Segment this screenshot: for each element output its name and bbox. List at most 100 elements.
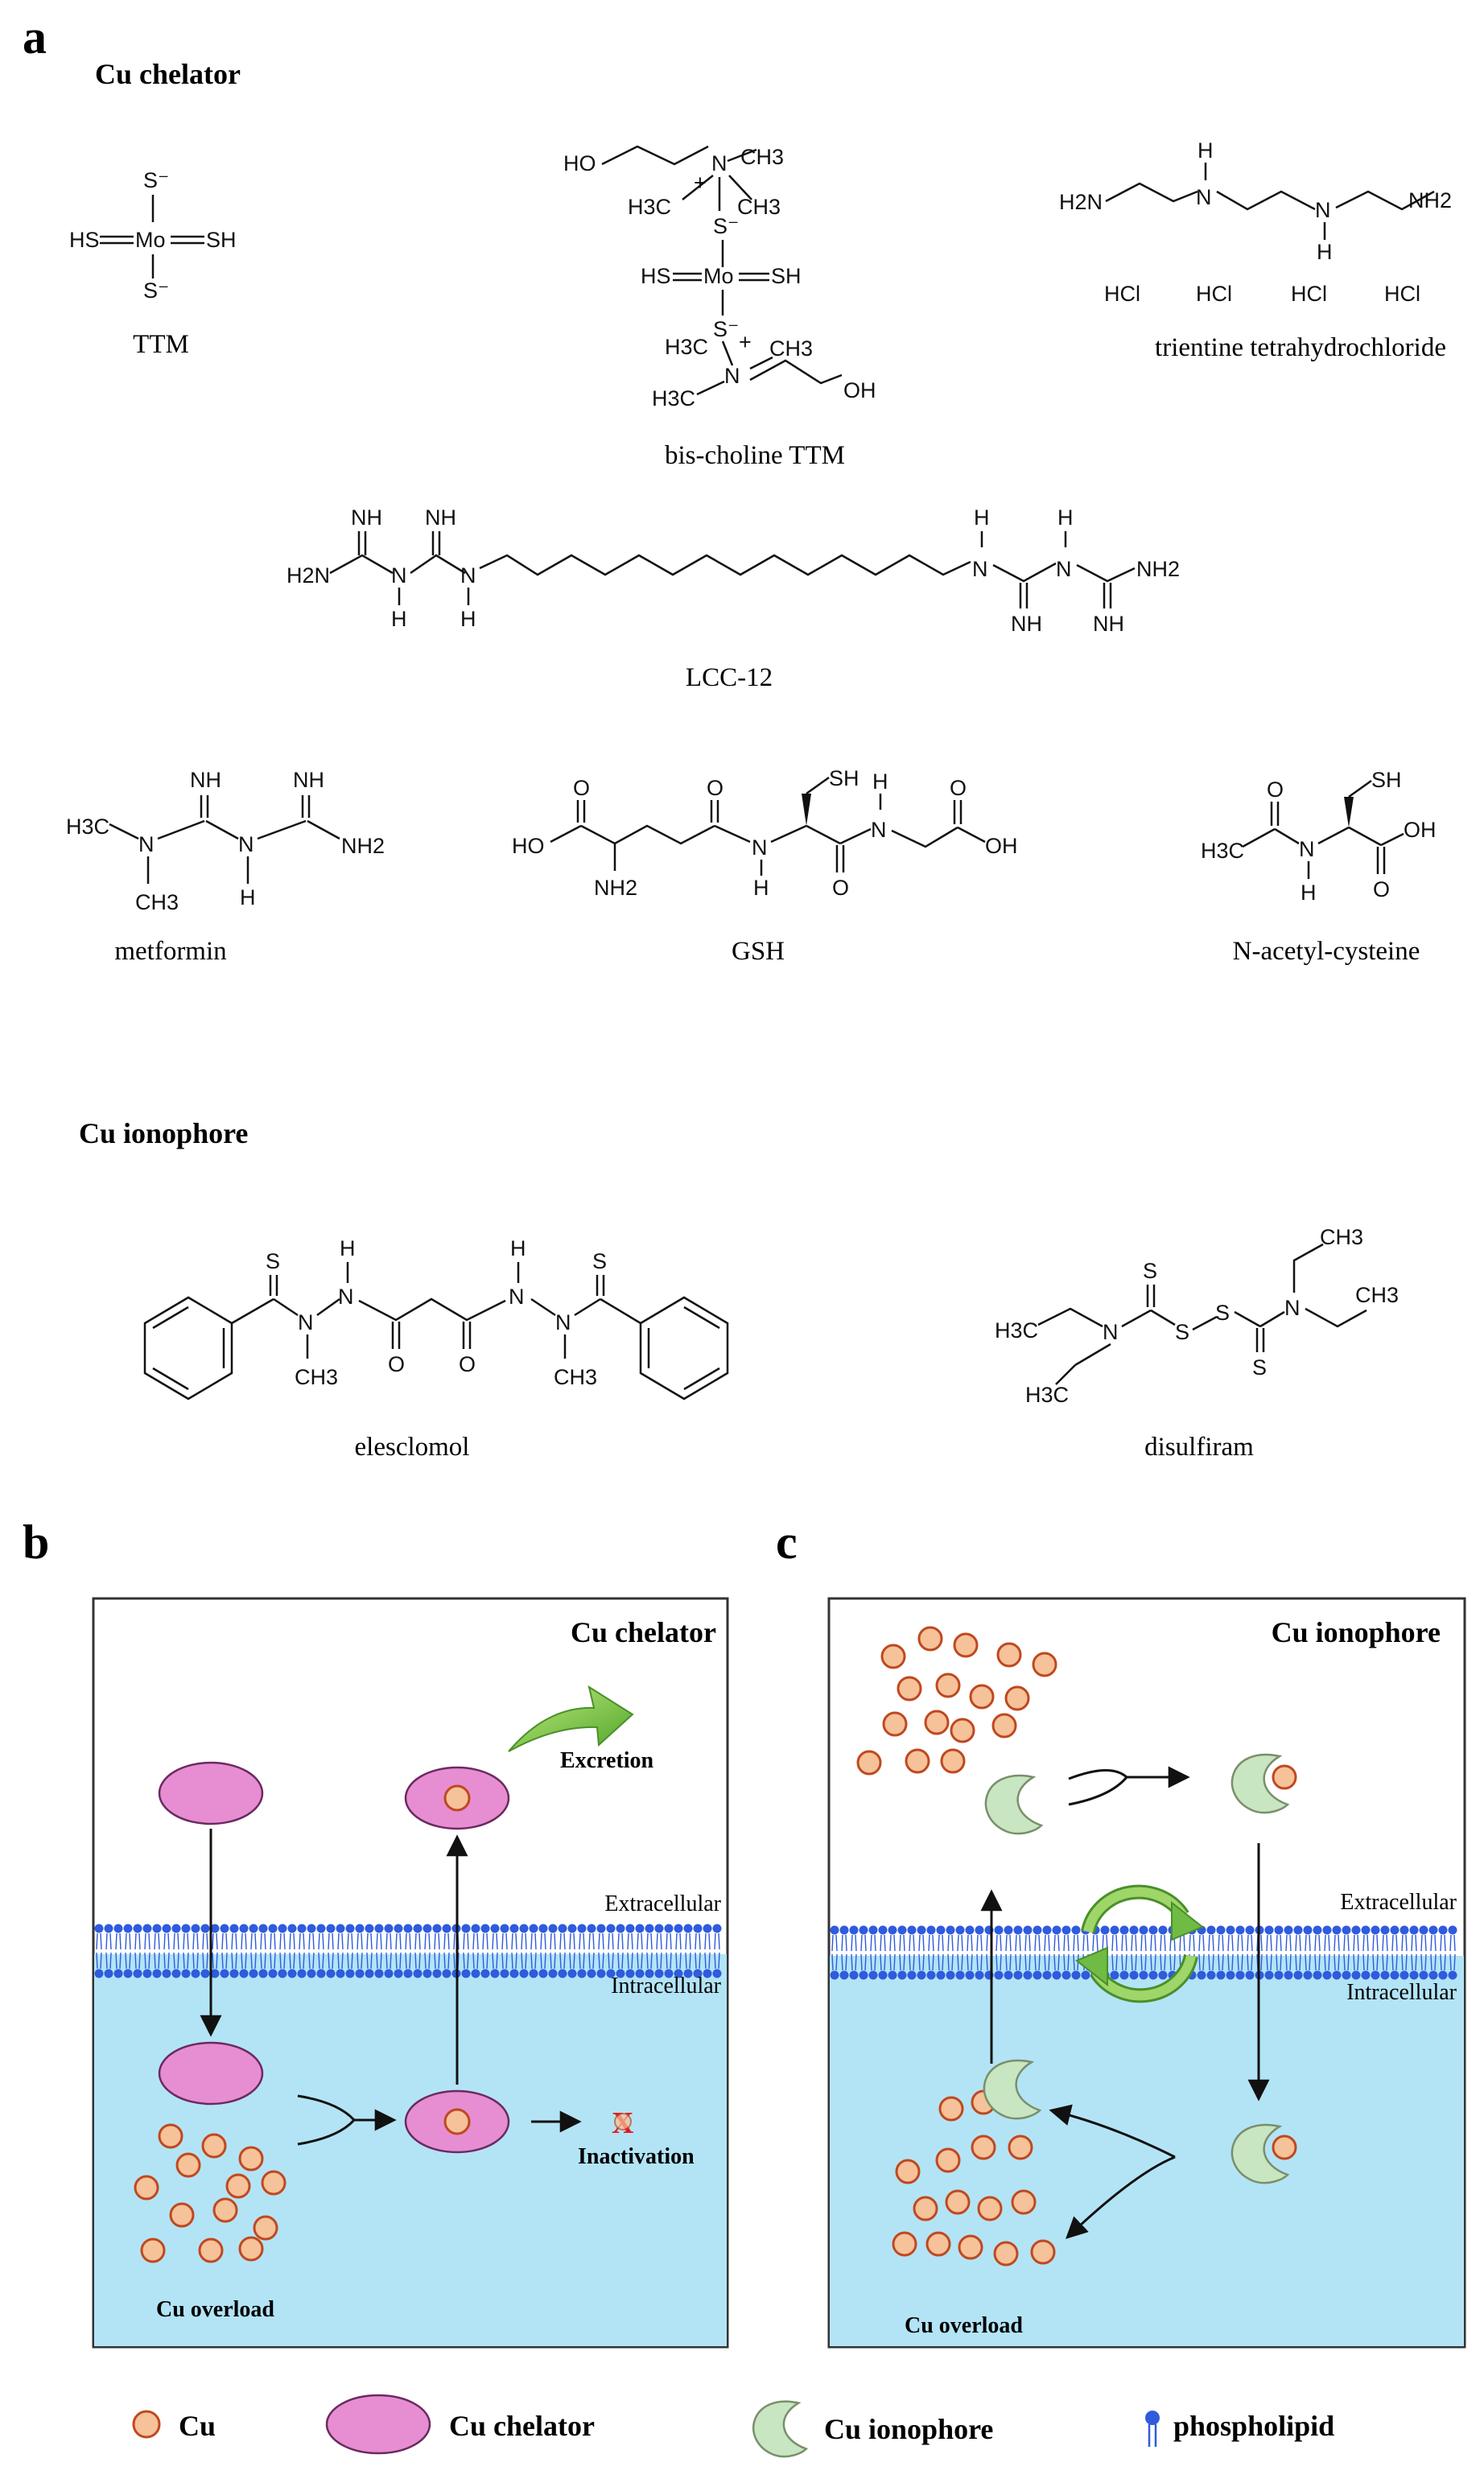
atom-label: HS bbox=[641, 264, 671, 288]
phospholipid-tail bbox=[967, 1934, 973, 1971]
inactivation-label: Inactivation bbox=[578, 2144, 695, 2169]
phospholipid-head bbox=[345, 1969, 355, 1978]
atom-label: CH3 bbox=[135, 890, 179, 914]
phospholipid-head bbox=[480, 1969, 490, 1978]
atom-label: H3C bbox=[1201, 839, 1244, 863]
atom-label: H bbox=[240, 885, 256, 910]
atom-label: H bbox=[391, 607, 407, 631]
phospholipid-head bbox=[239, 1969, 249, 1978]
nac-name: N-acetyl-cysteine bbox=[1233, 937, 1420, 966]
atom-label: CH3 bbox=[554, 1365, 597, 1389]
phospholipid-tail bbox=[1440, 1934, 1446, 1971]
phospholipid-tail bbox=[414, 1932, 421, 1970]
phospholipid-tail bbox=[1073, 1934, 1079, 1971]
atom-label: O bbox=[1267, 778, 1284, 802]
phospholipid-head bbox=[1342, 1970, 1351, 1980]
phospholipid-head bbox=[1100, 1925, 1110, 1935]
cu-ion bbox=[1272, 2135, 1297, 2160]
atom-label: N bbox=[1315, 198, 1331, 222]
phospholipid-tail bbox=[1044, 1934, 1050, 1971]
atom-label: NH bbox=[425, 505, 456, 530]
cu-ion bbox=[977, 2196, 1003, 2221]
phospholipid-head bbox=[220, 1969, 229, 1978]
atom-label: CH3 bbox=[1320, 1225, 1363, 1249]
cu-ion bbox=[925, 2231, 951, 2257]
atom-label: SH bbox=[829, 766, 859, 790]
legend-phospholipid-icon bbox=[1145, 2411, 1160, 2447]
atom-label: HCl bbox=[1384, 282, 1420, 306]
lcc12-structure: NH NH H2N N H N H N H N H NH2 bbox=[286, 505, 1180, 636]
phospholipid-tail bbox=[125, 1932, 131, 1970]
atom-label: N bbox=[1284, 1296, 1301, 1320]
phospholipid-tail bbox=[1131, 1934, 1137, 1971]
phospholipid-tail bbox=[947, 1934, 954, 1971]
phospholipid-tail bbox=[1430, 1934, 1437, 1971]
phospholipid-head bbox=[1206, 1970, 1216, 1980]
phospholipid-head bbox=[965, 1925, 975, 1935]
metformin-structure: H3C N CH3 NH N H NH NH2 bbox=[66, 768, 385, 914]
atom-label: OH bbox=[843, 378, 876, 402]
phospholipid-head bbox=[1013, 1970, 1023, 1980]
phospholipid-head bbox=[500, 1969, 509, 1978]
cu-ion bbox=[238, 2236, 264, 2262]
phospholipid-head bbox=[365, 1969, 374, 1978]
phospholipid-head bbox=[683, 1924, 693, 1933]
release-arrow bbox=[1066, 2155, 1176, 2239]
phospholipid-tail bbox=[212, 1932, 218, 1970]
phospholipid-head bbox=[1033, 1925, 1042, 1935]
cu-ion bbox=[897, 1676, 922, 1701]
phospholipid-tail bbox=[1420, 1934, 1427, 1971]
phospholipid-tail bbox=[1382, 1934, 1388, 1971]
phospholipid-tail bbox=[443, 1932, 450, 1970]
phospholipid-head bbox=[712, 1969, 722, 1978]
phospholipid-tail bbox=[289, 1932, 295, 1970]
metformin-name: metformin bbox=[114, 937, 226, 966]
bis-choline-ttm-name: bis-choline TTM bbox=[665, 441, 845, 470]
phospholipid-head bbox=[1303, 1925, 1313, 1935]
atom-label: NH bbox=[1093, 612, 1124, 636]
panel-c-letter: c bbox=[776, 1516, 798, 1569]
phospholipid-tail bbox=[841, 1934, 847, 1971]
atom-label: H bbox=[1057, 505, 1074, 530]
atom-label: N bbox=[338, 1285, 354, 1309]
phospholipid-head bbox=[1216, 1970, 1226, 1980]
atom-label: H bbox=[753, 876, 769, 900]
atom-label: O bbox=[459, 1352, 476, 1376]
phospholipid-head bbox=[403, 1969, 413, 1978]
cu-ion bbox=[882, 1711, 908, 1737]
phospholipid-head bbox=[384, 1969, 394, 1978]
phospholipid-head bbox=[868, 1970, 878, 1980]
cu-ion bbox=[856, 1750, 882, 1776]
phospholipid-head bbox=[693, 1924, 703, 1933]
atom-label: N bbox=[460, 563, 476, 588]
legend: Cu Cu chelator Cu ionophore phospholipid bbox=[132, 2394, 1334, 2458]
cu-ion bbox=[134, 2175, 159, 2201]
legend-phospholipid-label: phospholipid bbox=[1173, 2410, 1334, 2442]
phospholipid-tail bbox=[1391, 1934, 1398, 1971]
phospholipid-head bbox=[1409, 1970, 1419, 1980]
phospholipid-head bbox=[374, 1924, 384, 1933]
elesclomol-structure: S N CH3 N H O O N H N CH3 S bbox=[143, 1236, 729, 1400]
cu-ion bbox=[212, 2197, 238, 2223]
phospholipid-tail bbox=[666, 1932, 672, 1970]
cu-ion bbox=[198, 2238, 224, 2263]
phospholipid-tail bbox=[1208, 1934, 1214, 1971]
atom-label: S bbox=[592, 1249, 607, 1273]
atom-label: H bbox=[340, 1236, 356, 1260]
atom-label: O bbox=[388, 1352, 405, 1376]
phospholipid-head bbox=[888, 1925, 897, 1935]
phospholipid-head bbox=[509, 1924, 519, 1933]
phospholipid-head bbox=[1158, 1970, 1168, 1980]
gsh-structure: HO O NH2 O N H SH O N H bbox=[512, 766, 1018, 900]
phospholipid-head bbox=[859, 1970, 868, 1980]
phospholipid-head bbox=[664, 1924, 674, 1933]
atom-label: N bbox=[555, 1310, 571, 1334]
phospholipid-head bbox=[191, 1969, 200, 1978]
phospholipid-head bbox=[171, 1969, 181, 1978]
cu-ion bbox=[1011, 2189, 1037, 2215]
phospholipid-tail bbox=[540, 1932, 546, 1970]
phospholipid-head bbox=[297, 1924, 307, 1933]
cu-ion bbox=[958, 2234, 983, 2260]
phospholipid-tail bbox=[1218, 1934, 1224, 1971]
phospholipid-head bbox=[1351, 1925, 1361, 1935]
